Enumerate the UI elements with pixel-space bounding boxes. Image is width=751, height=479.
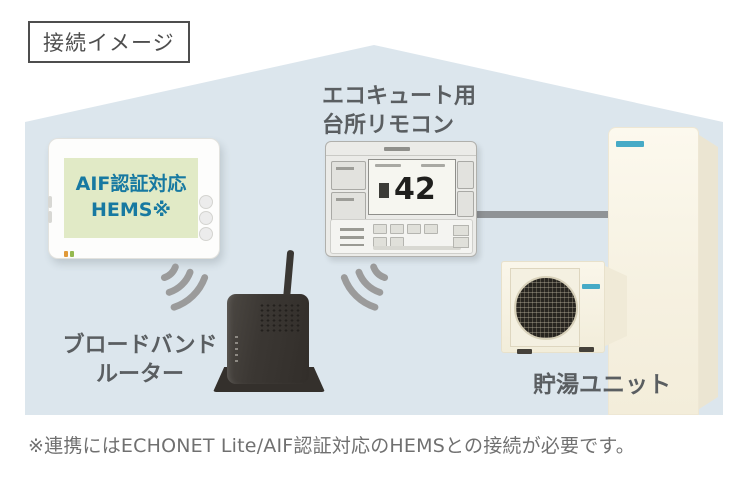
remote-mini-button [453, 237, 469, 248]
remote-top-bar [326, 142, 476, 156]
speaker-grille-icon [340, 228, 364, 246]
wifi-signal-left-icon [160, 263, 209, 311]
remote-brand-mark [384, 147, 410, 151]
remote-display: 42 [368, 159, 456, 215]
footnote-text: ※連携にはECHONET Lite/AIF認証対応のHEMSとの接続が必要です。 [28, 435, 635, 457]
wifi-signal-right-icon [340, 263, 389, 311]
remote-left-button [331, 192, 366, 222]
display-caption-bar [421, 164, 445, 167]
remote-wide-button [373, 246, 461, 250]
heat-pump-brand-logo [582, 284, 600, 289]
tank-level-icon [379, 182, 389, 198]
tank-brand-logo [616, 141, 644, 147]
remote-right-button [457, 191, 474, 217]
tablet-edge-button [48, 211, 52, 223]
broadband-router [227, 294, 309, 384]
storage-tank-side-panel [696, 133, 718, 411]
connector-cable [468, 211, 616, 218]
router-label-line2: ルーター [95, 362, 184, 388]
kitchen-remote-label: エコキュート用 台所リモコン [322, 82, 476, 140]
power-indicator-light [64, 251, 68, 257]
router-led-lights [235, 336, 238, 362]
tablet-edge-button [48, 196, 52, 208]
fan-grille-icon [514, 276, 578, 340]
heat-pump-foot [517, 349, 532, 354]
tablet-side-button [199, 195, 213, 209]
remote-mini-button [424, 224, 438, 234]
remote-mini-button [390, 224, 404, 234]
remote-left-button [331, 161, 366, 190]
heat-pump-unit [501, 261, 605, 353]
router-vents [259, 303, 301, 333]
kitchen-remote-label-line2: 台所リモコン [322, 113, 455, 139]
remote-lower-panel [330, 219, 473, 254]
hems-screen-line2: HEMS※ [91, 199, 171, 221]
remote-button-grid [373, 224, 449, 247]
router-label-line1: ブロードバンド [62, 333, 218, 358]
diagram-title: 接続イメージ [43, 31, 175, 55]
remote-mini-button [453, 225, 469, 236]
temperature-value: 42 [394, 172, 436, 207]
remote-mini-button [407, 224, 421, 234]
display-caption-bar [375, 164, 401, 167]
heat-pump-foot [579, 347, 594, 352]
temperature-readout: 42 [379, 172, 449, 208]
tablet-side-button [199, 211, 213, 225]
storage-tank-unit [608, 127, 699, 415]
kitchen-remote-device: 42 [325, 141, 477, 257]
tank-label: 貯湯ユニット [533, 372, 671, 398]
hems-screen: AIF認証対応 HEMS※ [64, 158, 198, 238]
remote-mini-button [373, 224, 387, 234]
router-label: ブロードバンド ルーター [35, 331, 245, 389]
heat-pump-side-panel [601, 264, 627, 348]
hems-tablet: AIF認証対応 HEMS※ [48, 138, 220, 259]
kitchen-remote-label-line1: エコキュート用 [322, 84, 477, 109]
tablet-side-button [199, 227, 213, 241]
status-indicator-light [70, 251, 74, 257]
remote-right-button [457, 161, 474, 189]
diagram-title-box: 接続イメージ [28, 21, 190, 63]
fan-frame [510, 268, 580, 347]
hems-screen-line1: AIF認証対応 [75, 173, 187, 196]
